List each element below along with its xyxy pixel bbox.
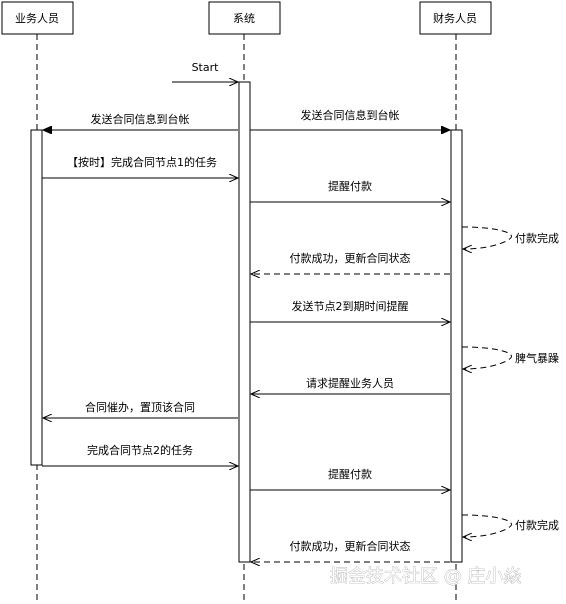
self-message-pay-done-2: 付款完成 — [462, 514, 559, 537]
participant-sales-label: 业务人员 — [15, 12, 59, 25]
participant-finance: 财务人员 — [419, 1, 492, 35]
activation-sales — [30, 129, 43, 466]
svg-text:提醒付款: 提醒付款 — [328, 179, 372, 193]
participant-finance-label: 财务人员 — [433, 11, 477, 25]
message-remind-pay-2: 提醒付款 — [250, 467, 450, 490]
svg-text:Start: Start — [192, 61, 220, 74]
svg-text:完成合同节点2的任务: 完成合同节点2的任务 — [87, 443, 193, 457]
svg-text:发送合同信息到台帐: 发送合同信息到台帐 — [301, 108, 400, 122]
svg-text:付款完成: 付款完成 — [515, 231, 559, 245]
watermark-text: 掘金技术社区 @ 庄小焱 — [330, 566, 521, 587]
activation-system — [238, 81, 251, 563]
activation-finance — [450, 129, 463, 563]
message-urge-contract: 合同催办，置顶该合同 — [43, 400, 238, 418]
self-message-pay-done-1: 付款完成 — [462, 226, 559, 249]
participant-system-label: 系统 — [233, 12, 255, 25]
svg-text:付款完成: 付款完成 — [515, 518, 559, 532]
svg-text:发送合同信息到台帐: 发送合同信息到台帐 — [91, 112, 190, 126]
message-send-ledger-left: 发送合同信息到台帐 — [43, 112, 238, 130]
svg-text:脾气暴躁: 脾气暴躁 — [515, 351, 559, 365]
message-complete-node2: 完成合同节点2的任务 — [42, 443, 238, 466]
message-send-node2-reminder: 发送节点2到期时间提醒 — [250, 299, 450, 322]
message-remind-pay-1: 提醒付款 — [250, 179, 450, 202]
svg-text:付款成功，更新合同状态: 付款成功，更新合同状态 — [290, 539, 411, 553]
message-pay-success-1: 付款成功，更新合同状态 — [251, 251, 450, 274]
message-pay-success-2: 付款成功，更新合同状态 — [251, 539, 450, 562]
message-complete-node1: 【按时】完成合同节点1的任务 — [42, 155, 238, 178]
message-start: Start — [172, 61, 238, 82]
self-message-temper: 脾气暴躁 — [462, 346, 559, 369]
participant-system: 系统 — [208, 1, 281, 35]
message-request-remind-sales: 请求提醒业务人员 — [251, 377, 450, 394]
participant-sales: 业务人员 — [1, 1, 74, 35]
svg-text:合同催办，置顶该合同: 合同催办，置顶该合同 — [85, 400, 195, 414]
message-send-ledger-right: 发送合同信息到台帐 — [250, 108, 450, 130]
svg-text:提醒付款: 提醒付款 — [328, 467, 372, 481]
svg-text:发送节点2到期时间提醒: 发送节点2到期时间提醒 — [292, 299, 409, 313]
svg-text:请求提醒业务人员: 请求提醒业务人员 — [306, 377, 394, 390]
svg-text:付款成功，更新合同状态: 付款成功，更新合同状态 — [290, 251, 411, 265]
svg-text:【按时】完成合同节点1的任务: 【按时】完成合同节点1的任务 — [67, 155, 217, 169]
